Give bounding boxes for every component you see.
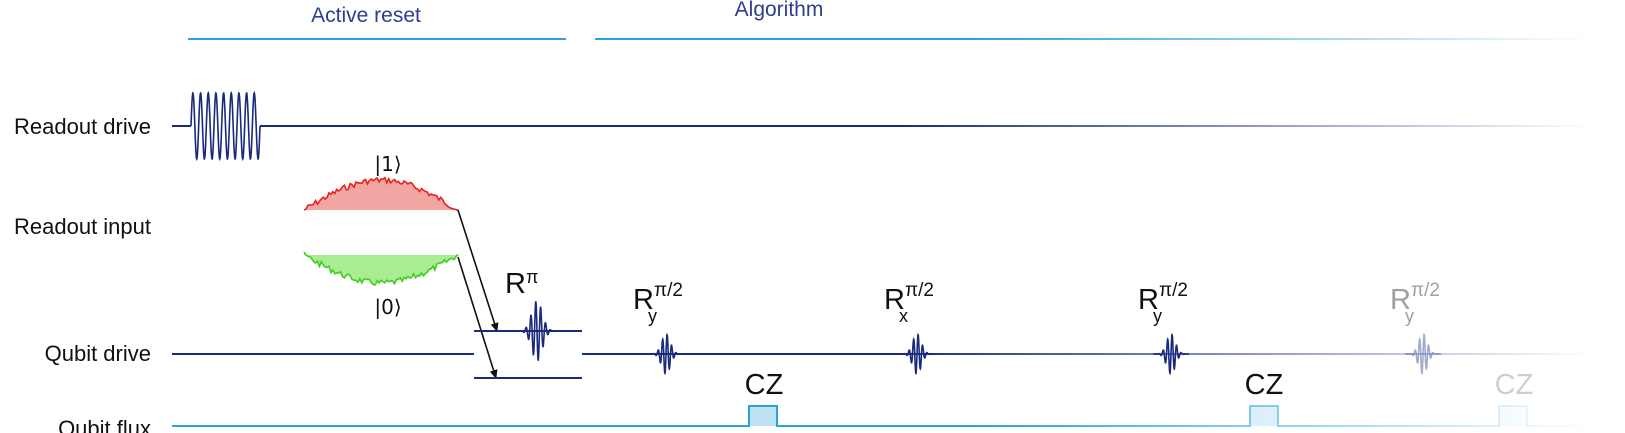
algorithm-pulse-ry-3 (1405, 332, 1441, 376)
state-label-zero: |0⟩ (374, 295, 401, 319)
qubit-flux-trace (172, 405, 1610, 427)
cz-label-3: CZ (1495, 369, 1534, 401)
algorithm-pulse-rx (899, 332, 935, 376)
gate-label-ry-1: R π/2 y (633, 280, 683, 326)
row-label-qubit-flux: Qubit flux (58, 416, 151, 433)
state-label-one: |1⟩ (374, 152, 401, 176)
gate-subscript: x (899, 306, 908, 326)
gate-superscript: π (526, 267, 538, 287)
state-zero-signal-fill (304, 252, 458, 285)
readout-input-signals: |1⟩ |0⟩ (303, 152, 459, 319)
gate-superscript: π/2 (654, 280, 683, 301)
row-label-qubit-drive: Qubit drive (45, 341, 151, 366)
cz-label-1: CZ (745, 369, 784, 401)
gate-base: R (884, 284, 905, 316)
gate-subscript: y (1153, 306, 1162, 326)
readout-drive-trace (172, 90, 1610, 162)
cz-label-2: CZ (1245, 369, 1284, 401)
cz-flux-pulse-fill-2 (1250, 406, 1278, 426)
gate-superscript: π/2 (905, 280, 934, 301)
svg-text:Rπ: Rπ (505, 267, 538, 300)
section-label-algorithm: Algorithm (735, 0, 824, 21)
gate-superscript: π/2 (1411, 280, 1440, 301)
gate-label-ry-3: R π/2 y (1390, 280, 1440, 326)
gate-superscript: π/2 (1159, 280, 1188, 301)
gate-label-rx: R π/2 x (884, 280, 934, 326)
feedback-arrow-one (457, 209, 499, 332)
readout-drive-pulse (190, 90, 261, 162)
qubit-drive-trace (172, 300, 1610, 379)
cz-flux-pulse-fill-1 (749, 406, 777, 426)
gate-base: R (633, 284, 654, 316)
state-zero-signal (303, 251, 459, 286)
cz-flux-pulse-fill-3 (1499, 406, 1527, 426)
gate-base: R (1138, 284, 1159, 316)
gate-base: R (1390, 284, 1411, 316)
algorithm-pulse-ry-1 (648, 332, 684, 376)
gate-subscript: y (1405, 306, 1414, 326)
algorithm-pulse-ry-2 (1153, 332, 1189, 376)
row-label-readout-drive: Readout drive (14, 114, 151, 139)
gate-label-reset-pi: Rπ (505, 267, 538, 300)
gate-base: R (505, 268, 526, 300)
feedback-arrow-zero (457, 256, 498, 379)
gate-subscript: y (648, 306, 657, 326)
section-label-active-reset: Active reset (311, 4, 421, 27)
row-label-readout-input: Readout input (14, 214, 151, 239)
state-one-signal (303, 176, 459, 212)
gate-label-ry-2: R π/2 y (1138, 280, 1188, 326)
reset-pi-pulse (515, 300, 559, 362)
qubit-flux-line (172, 405, 1610, 427)
state-one-signal-fill (304, 177, 458, 211)
